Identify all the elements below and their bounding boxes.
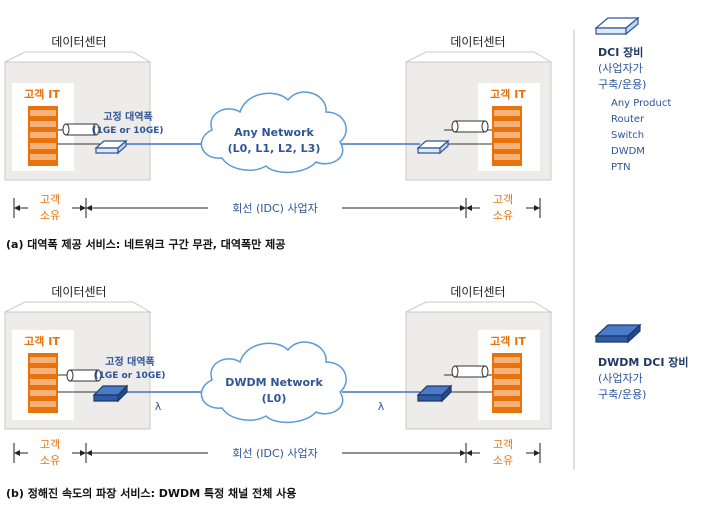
server-left-icon <box>28 353 58 413</box>
bandwidth-sub-a: (1GE or 10GE) <box>93 126 164 136</box>
server-right-icon <box>492 353 522 413</box>
datacenter-right-roof <box>405 51 553 63</box>
datacenter-left-label: 데이터센터 <box>51 285 106 299</box>
panel-a: 데이터센터 고객 IT 데이터센터 고객 IT <box>4 35 553 251</box>
customer-it-right-label: 고객 IT <box>490 87 526 101</box>
bandwidth-pipe-right-icon <box>451 120 489 133</box>
caption-a: (a) 대역폭 제공 서비스: 네트워크 구간 무관, 대역폭만 제공 <box>6 237 285 251</box>
server-left-icon <box>28 106 58 166</box>
legend-dwdm-device-icon <box>594 323 642 344</box>
network-label-a: Any Network <box>234 126 314 139</box>
caption-b: (b) 정해진 속도의 파장 서비스: DWDM 특정 채널 전체 사용 <box>6 486 296 500</box>
legend-dci-title: DCI 장비 <box>598 45 643 59</box>
owner-right-label-b2: 소유 <box>493 454 513 467</box>
server-right-icon <box>492 106 522 166</box>
network-label-b: DWDM Network <box>225 376 323 389</box>
datacenter-left-roof <box>4 51 152 63</box>
bandwidth-pipe-left-icon <box>66 369 102 382</box>
datacenter-left-label: 데이터센터 <box>51 35 106 49</box>
bandwidth-label-a: 고정 대역폭 <box>103 110 152 123</box>
dwdm-device-left-icon <box>92 384 129 403</box>
owner-left-label-a1: 고객 <box>40 193 60 206</box>
dci-device-left-icon <box>94 139 128 155</box>
provider-label-b: 회선 (IDC) 사업자 <box>232 447 318 460</box>
dwdm-device-right-icon <box>416 384 453 403</box>
network-sub-b: (L0) <box>262 392 287 405</box>
legend-dci-desc-1: (사업자가 <box>598 62 643 75</box>
datacenter-right-label: 데이터센터 <box>450 35 505 49</box>
bandwidth-pipe-right-icon <box>451 365 489 378</box>
any-network-cloud <box>200 91 347 174</box>
owner-right-label-a1: 고객 <box>493 193 513 206</box>
owner-right-label-b1: 고객 <box>493 438 513 451</box>
owner-left-label-a2: 소유 <box>40 209 60 222</box>
provider-label-a: 회선 (IDC) 사업자 <box>232 202 318 215</box>
legend-dci-desc-2: 구축/운용) <box>598 78 646 91</box>
panel-b: 데이터센터 고객 IT 데이터센터 고객 IT <box>4 285 553 500</box>
bandwidth-label-b: 고정 대역폭 <box>105 355 154 368</box>
legend-dci-item: DWDM <box>611 146 645 157</box>
owner-right-label-a2: 소유 <box>493 209 513 222</box>
network-sub-a: (L0, L1, L2, L3) <box>228 142 321 155</box>
customer-it-left-label: 고객 IT <box>24 87 60 101</box>
legend-dci-item: PTN <box>611 162 631 173</box>
legend-dci-item: Switch <box>611 130 644 141</box>
lambda-right-label: λ <box>378 400 385 413</box>
owner-left-label-b1: 고객 <box>40 438 60 451</box>
legend-dwdm-desc-1: (사업자가 <box>598 372 643 385</box>
legend-dwdm-title: DWDM DCI 장비 <box>598 355 689 369</box>
datacenter-right-roof <box>405 301 553 313</box>
datacenter-right-label: 데이터센터 <box>450 285 505 299</box>
bandwidth-pipe-left-icon <box>62 123 100 136</box>
legend-dci-device-icon <box>594 16 640 36</box>
legend-dwdm-desc-2: 구축/운용) <box>598 388 646 401</box>
legend: DCI 장비 (사업자가 구축/운용) Any Product Router S… <box>594 16 689 401</box>
lambda-left-label: λ <box>155 400 162 413</box>
dci-device-right-icon <box>416 139 450 155</box>
customer-it-right-label: 고객 IT <box>490 334 526 348</box>
bandwidth-sub-b: (1GE or 10GE) <box>95 371 166 381</box>
datacenter-left-roof <box>4 301 152 313</box>
customer-it-left-label: 고객 IT <box>24 334 60 348</box>
legend-dci-item: Router <box>611 114 645 125</box>
dwdm-network-cloud <box>200 341 347 424</box>
owner-left-label-b2: 소유 <box>40 454 60 467</box>
legend-dci-item: Any Product <box>611 98 671 109</box>
